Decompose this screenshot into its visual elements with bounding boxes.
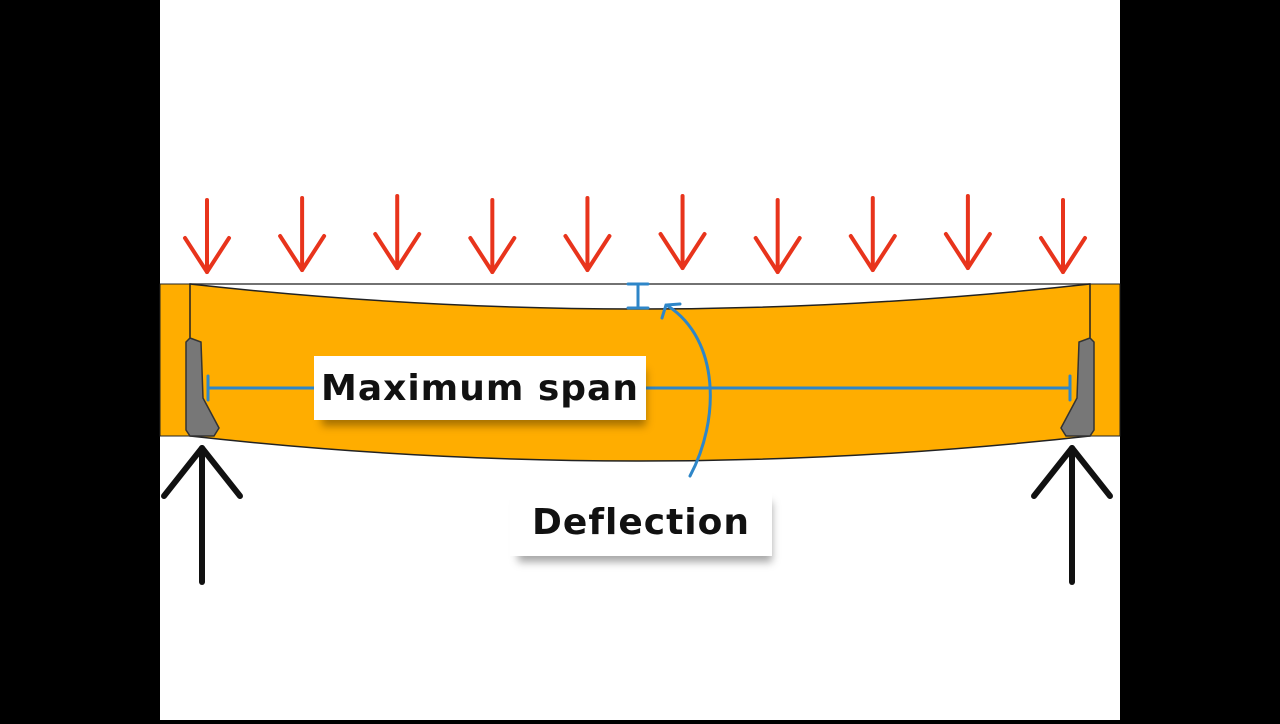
deflection-marker [626,282,712,478]
load-arrow-icon [183,198,231,274]
beam-end-right [1089,283,1121,437]
load-arrow-icon [278,196,327,272]
load-arrow-icon [373,194,422,270]
span-label: Maximum span [314,356,646,420]
load-arrows [183,194,1087,274]
load-arrow-icon [943,194,992,270]
reaction-arrow-icon [1031,445,1113,585]
load-arrow-icon [753,198,802,274]
load-arrow-icon [563,196,612,272]
load-arrow-icon [848,196,897,272]
support-left [185,337,220,437]
beam-end-left [159,283,191,437]
deflection-label: Deflection [510,488,772,556]
reaction-arrow-icon [161,445,243,585]
reaction-arrows [161,445,1113,585]
load-arrow-icon [1039,198,1087,274]
support-right [1060,337,1095,437]
load-arrow-icon [658,194,707,270]
load-arrow-icon [468,198,517,274]
